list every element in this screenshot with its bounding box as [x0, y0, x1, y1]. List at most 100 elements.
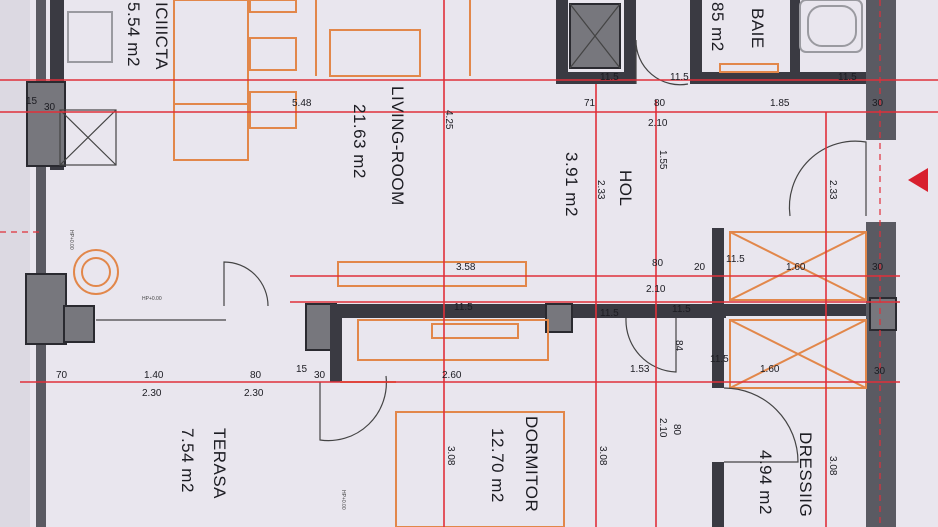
wall-bath-right-a	[690, 0, 702, 84]
bathtub	[799, 0, 863, 53]
dim-260: 2.60	[442, 370, 462, 381]
door-hol	[625, 317, 677, 373]
dim-80c: 80	[250, 370, 262, 381]
wall-dressing-bottom	[712, 462, 724, 527]
bed-head	[357, 319, 549, 361]
dim-230b: 2.30	[244, 388, 264, 399]
column-left-lower-b	[63, 305, 95, 343]
paper-margin	[0, 0, 30, 527]
door-terasa	[223, 261, 269, 307]
wall-living-dormitor	[330, 304, 342, 382]
column-left-upper	[26, 81, 66, 167]
dim-30a: 30	[44, 102, 56, 113]
room-name-bucatarie: ICIIICTA	[152, 2, 171, 70]
bath-rail	[719, 63, 779, 73]
plant-pot	[73, 249, 119, 295]
wall-central	[306, 304, 726, 318]
room-name-dormitor: DORMITOR	[522, 416, 541, 512]
dim-115b: 11.5	[454, 302, 473, 313]
dim-160b: 1.60	[760, 364, 780, 375]
dim-70: 70	[56, 370, 68, 381]
wall-dressing-mid	[696, 304, 866, 316]
red-triangle-arrow-icon	[908, 168, 928, 192]
dim-115g: 11.5	[670, 72, 689, 83]
door-dormitor	[319, 375, 387, 442]
wall-bath-bottom	[556, 72, 636, 84]
dim-80a: 80	[654, 98, 666, 109]
dim-308b: 3.08	[597, 446, 608, 466]
dim-115h: 11.5	[838, 72, 857, 83]
wardrobe-b	[729, 319, 867, 389]
level-labels: HP+0.00 HP+0.00 HP+0.00	[68, 230, 346, 510]
wall-bath-lower	[690, 72, 870, 84]
room-name-living: LIVING-ROOM	[388, 86, 407, 206]
column-center	[545, 303, 573, 333]
dim-358: 3.58	[456, 262, 476, 273]
furniture	[173, 0, 867, 527]
dim-140: 1.40	[144, 370, 164, 381]
level-label-b: HP+0.00	[142, 296, 162, 302]
dim-115f: 11.5	[600, 72, 619, 83]
dim-155: 1.55	[657, 150, 668, 170]
tv-unit	[337, 261, 527, 287]
kitchen-chair-a	[249, 37, 297, 71]
dim-115e: 11.5	[710, 354, 729, 365]
room-area-dormitor: 12.70 m2	[488, 428, 507, 503]
kitchen-sink	[67, 11, 113, 63]
dim-425: 4.25	[443, 110, 454, 130]
bed-pillow	[431, 323, 519, 339]
dim-71: 71	[584, 98, 596, 109]
room-area-dressing: 4.94 m2	[756, 450, 775, 515]
dim-210b: 2.10	[646, 284, 666, 295]
room-name-hol: HOL	[616, 170, 635, 206]
room-area-baie: 85 m2	[708, 2, 727, 52]
level-label-c: HP+0.00	[340, 490, 346, 510]
dim-230a: 2.30	[142, 388, 162, 399]
dimension-labels: 15 30 5.48 4.25 71 80 1.85 30 2.10 1.55 …	[26, 72, 886, 476]
door-dressing	[723, 387, 799, 463]
walls	[25, 0, 897, 527]
dim-84: 84	[673, 340, 684, 352]
room-name-terasa: TERASA	[210, 428, 229, 499]
bed	[395, 411, 565, 527]
column-left-lower	[25, 273, 67, 345]
kitchen-chair-b	[249, 91, 297, 129]
wall-right-lower	[866, 222, 896, 527]
wall-hol-top	[624, 0, 636, 84]
dim-160a: 1.60	[786, 262, 806, 273]
dim-548: 5.48	[292, 98, 312, 109]
room-name-baie: BAIE	[748, 8, 767, 49]
kitchen-counter-a	[249, 0, 297, 13]
door-baie	[635, 39, 689, 86]
dim-30c: 30	[872, 262, 884, 273]
dim-115a: 11.5	[726, 254, 745, 265]
dim-80b: 80	[652, 258, 664, 269]
wall-bath-mid	[790, 0, 800, 84]
plant-pot-inner	[81, 257, 111, 287]
wall-right-upper	[866, 0, 896, 140]
bath-fixtures	[67, 0, 863, 295]
dim-80d: 80	[671, 424, 682, 436]
sofa	[329, 29, 421, 77]
dim-308c: 3.08	[827, 456, 838, 476]
kitchen-sink-box	[59, 109, 117, 166]
room-area-bucatarie: 5.54 m2	[124, 2, 143, 67]
dim-30d: 30	[314, 370, 326, 381]
dim-30b: 30	[872, 98, 884, 109]
dim-20: 20	[694, 262, 706, 273]
dim-115d: 11.5	[672, 304, 691, 315]
dim-233b: 2.33	[827, 180, 838, 200]
bathtub-inner	[807, 5, 857, 47]
dim-115c: 11.5	[600, 308, 619, 319]
room-name-dressing: DRESSIIG	[796, 432, 815, 517]
wall-bath-left	[556, 0, 568, 84]
wall-left-exterior	[36, 0, 46, 527]
dim-15b: 15	[296, 364, 308, 375]
room-area-hol: 3.91 m2	[562, 152, 581, 217]
dim-308a: 3.08	[445, 446, 456, 466]
doors	[223, 39, 867, 463]
level-label-a: HP+0.00	[68, 230, 74, 250]
room-area-terasa: 7.54 m2	[178, 428, 197, 493]
